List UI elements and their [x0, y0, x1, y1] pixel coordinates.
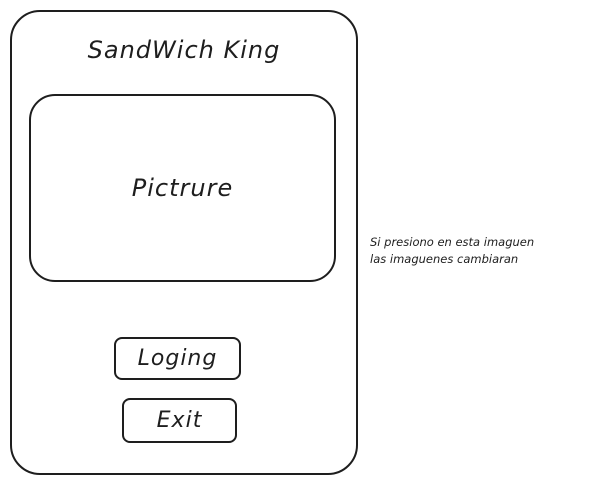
annotation-line-2: las imaguenes cambiaran: [370, 252, 519, 266]
picture-carousel[interactable]: Pictrure: [29, 94, 336, 282]
login-button[interactable]: Loging: [114, 337, 241, 380]
picture-label: Pictrure: [131, 174, 234, 202]
app-title: SandWich King: [87, 36, 281, 64]
annotation-line-1: Si presiono en esta imaguen: [370, 235, 535, 249]
annotation-note: Si presiono en esta imaguen las imaguene…: [370, 234, 600, 268]
phone-frame: [10, 10, 358, 475]
exit-button[interactable]: Exit: [122, 398, 237, 443]
